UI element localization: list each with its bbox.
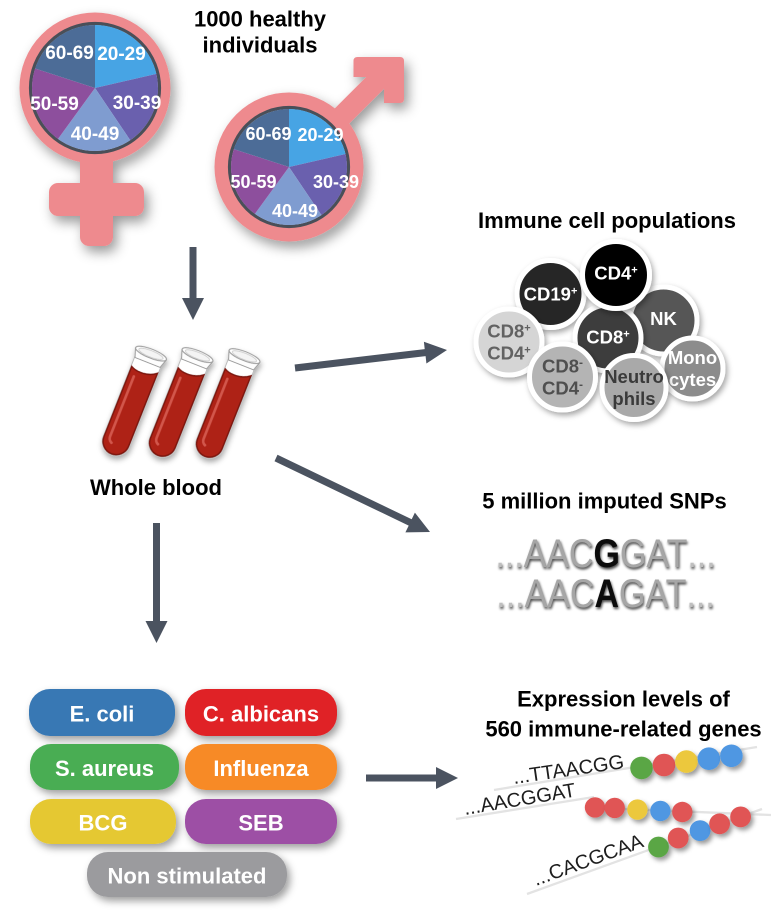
svg-text:S. aureus: S. aureus [55,756,154,781]
svg-text:60-69: 60-69 [245,124,291,144]
svg-text:30-39: 30-39 [113,93,162,114]
svg-text:Non stimulated: Non stimulated [108,864,267,889]
svg-text:Influenza: Influenza [213,756,309,781]
svg-text:40-49: 40-49 [71,124,120,145]
svg-text:50-59: 50-59 [30,94,79,115]
svg-text:...AACGGAT...: ...AACGGAT... [495,530,715,575]
svg-text:40-49: 40-49 [272,201,318,221]
svg-text:1000 healthy: 1000 healthy [194,7,327,32]
svg-text:Immune cell populations: Immune cell populations [478,208,736,233]
svg-text:CD4-: CD4- [542,377,583,398]
svg-text:30-39: 30-39 [313,172,359,192]
svg-text:Expression levels of: Expression levels of [517,687,730,712]
svg-text:...AACAGAT...: ...AACAGAT... [496,570,714,615]
svg-text:NK: NK [650,308,677,329]
svg-text:20-29: 20-29 [97,44,146,65]
svg-text:CD19+: CD19+ [524,284,578,305]
svg-text:5 million imputed SNPs: 5 million imputed SNPs [482,489,726,514]
svg-text:phils: phils [612,388,655,409]
svg-text:CD4+: CD4+ [594,263,637,284]
svg-text:60-69: 60-69 [45,43,94,64]
svg-text:Neutro: Neutro [604,366,664,387]
svg-text:cytes: cytes [669,369,716,390]
svg-text:CD8+: CD8+ [487,321,530,342]
svg-text:CD8+: CD8+ [586,327,629,348]
svg-text:SEB: SEB [238,811,283,836]
svg-text:560 immune-related genes: 560 immune-related genes [485,716,761,741]
svg-text:CD8-: CD8- [542,356,583,377]
svg-text:BCG: BCG [79,811,128,836]
svg-text:CD4+: CD4+ [487,342,530,363]
svg-text:Mono: Mono [668,347,717,368]
svg-text:individuals: individuals [203,33,318,58]
svg-text:20-29: 20-29 [297,125,343,145]
svg-text:Whole blood: Whole blood [90,475,222,500]
svg-text:C. albicans: C. albicans [203,702,319,727]
svg-text:50-59: 50-59 [230,172,276,192]
svg-text:E. coli: E. coli [70,702,135,727]
